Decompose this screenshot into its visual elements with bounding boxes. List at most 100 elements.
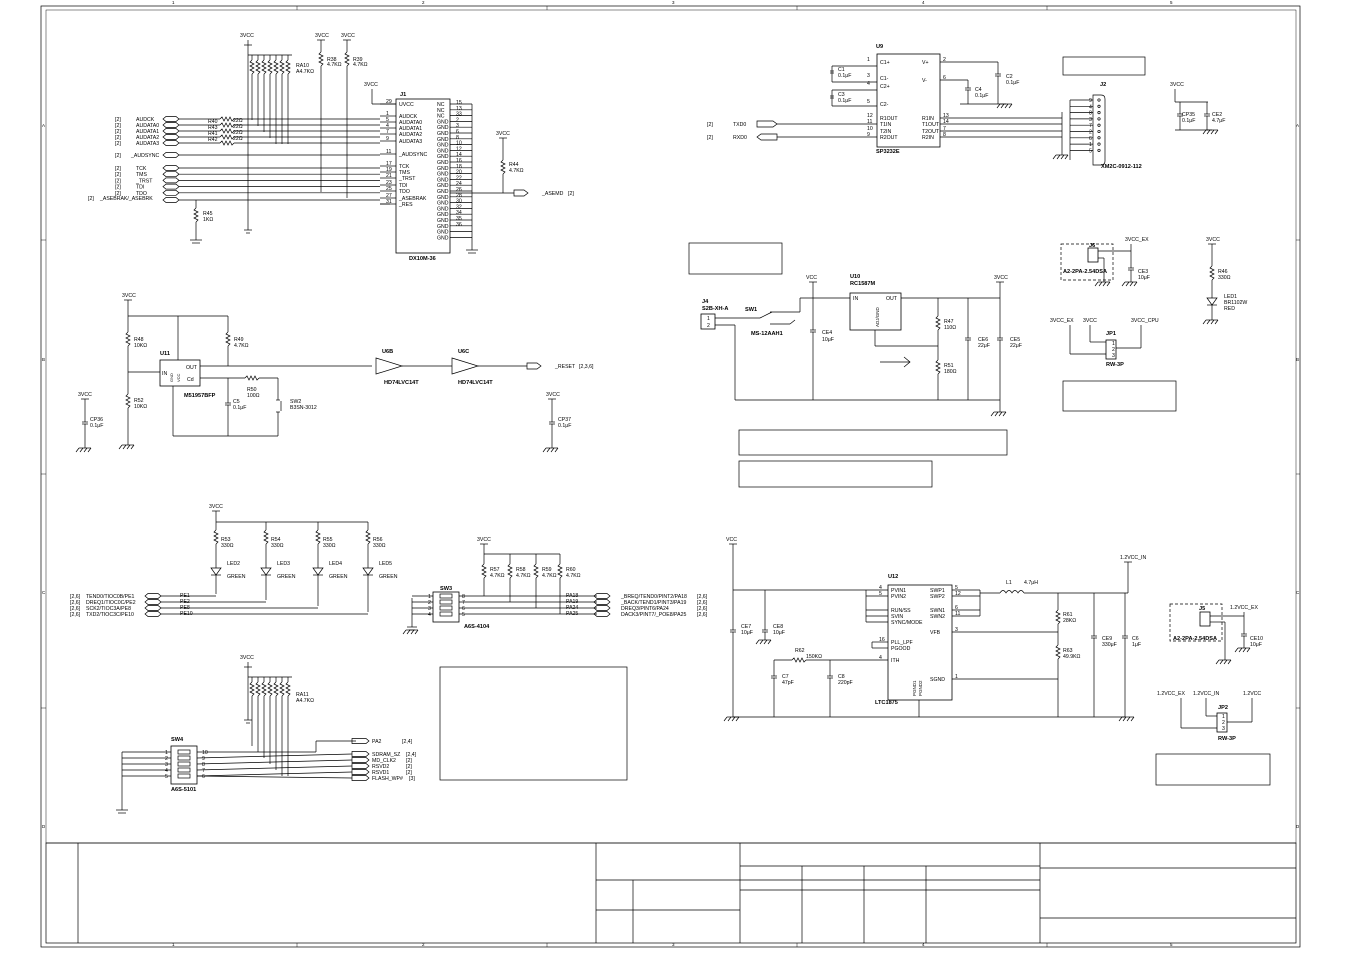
led-section: 3VCC R53330ΩLED2GREENR54330ΩLED3GREENR55… <box>70 504 398 618</box>
led-resistor-value: 330Ω <box>271 543 284 549</box>
led1-part: BR1102W <box>1224 300 1247 306</box>
net-port <box>162 122 180 128</box>
ground-symbol <box>1106 281 1111 287</box>
led-signal-ref: [2,6] <box>70 600 81 606</box>
u12-left-pin-number: 16 <box>879 637 885 643</box>
j1-right-pin-number: 10 <box>456 141 462 147</box>
u9-left-pin-label: T2IN <box>880 129 891 135</box>
j6-power-label: 3VCC_EX <box>1125 237 1149 243</box>
j2-pin <box>1097 129 1101 134</box>
j2-pin-number: 1 <box>1089 142 1092 148</box>
jp1-jumper <box>1105 339 1117 360</box>
net-port <box>162 183 180 190</box>
r39-value: 4.7KΩ <box>353 62 368 68</box>
sheet-border <box>40 5 1301 948</box>
u9-left-pin-number: 12 <box>867 113 873 119</box>
u12-right-pin-number: 6 <box>955 605 958 611</box>
ground-symbol <box>1206 129 1211 135</box>
c8-value: 220pF <box>838 680 853 686</box>
j4-pin2: 2 <box>707 323 710 329</box>
u12-part: LTC1875 <box>875 700 898 706</box>
led-resistor-ref: R56 <box>373 537 383 543</box>
asebrak-ref: [2] <box>88 196 94 202</box>
ground-symbol <box>1129 281 1134 287</box>
j1-left-pin-number: 5 <box>386 117 389 123</box>
ra11-element <box>279 681 285 697</box>
wire <box>196 759 353 765</box>
u12-buck-ic <box>887 584 953 701</box>
net-ref: [2] <box>115 123 121 129</box>
j2-pin <box>1097 98 1101 102</box>
j1-right-pin-label: GND <box>437 119 449 125</box>
j5-part: A2-2PA-2.54DSA <box>1173 636 1217 642</box>
j1-left-pin-number: 11 <box>386 149 391 155</box>
net-port <box>144 593 162 599</box>
u12-right-pin-label: SGND <box>930 677 945 683</box>
led-pin-net: PE8 <box>180 605 190 611</box>
j2-pin <box>1097 117 1101 121</box>
wire <box>196 771 353 777</box>
j1-right-pin-number: 13 <box>456 106 462 112</box>
c3-value: 0.1μF <box>838 98 851 104</box>
ra10-element <box>279 59 285 75</box>
row-label-b-right: B <box>1296 357 1299 362</box>
r41-value: 22Ω <box>233 130 243 136</box>
row-label-a: A <box>42 123 45 128</box>
net-ref: [2] <box>115 166 121 172</box>
ground-symbol <box>546 447 551 453</box>
net-ref: [2] <box>115 117 121 123</box>
u9-part: SP3232E <box>876 149 900 155</box>
ce4-value: 10μF <box>822 337 834 343</box>
j5-header <box>1199 611 1211 627</box>
sw1-ref: SW1 <box>745 307 757 313</box>
u9-right-pin-label: T2OUT <box>922 129 940 135</box>
ground-symbol <box>1202 129 1207 135</box>
sw2-part: B3SN-3012 <box>290 405 317 411</box>
u11-pin-vcc: VCC <box>176 373 181 382</box>
ground-symbol <box>1000 103 1005 109</box>
ground-symbol <box>79 447 84 453</box>
j1-right-pin-label: NC <box>437 102 445 108</box>
c6-value: 1μF <box>1132 642 1141 648</box>
jp2-part: RW-3P <box>1218 736 1236 742</box>
sw4-pin-number: 10 <box>202 750 208 756</box>
ground-symbol <box>731 716 736 722</box>
led-pin-net: PE2 <box>180 599 190 605</box>
j2-pin-number: 4 <box>1089 104 1092 110</box>
led1-color: RED <box>1224 306 1235 312</box>
ground-symbol <box>122 444 127 450</box>
ce3-ref: CE3 <box>1138 269 1148 275</box>
u9-left-pin-label: R2OUT <box>880 135 898 141</box>
sw3-pullup-value: 4.7KΩ <box>566 573 581 579</box>
u12-left-pin-label: SYNC/MODE <box>891 620 923 626</box>
j1-left-pin-number: 1 <box>386 111 389 117</box>
ground-symbol <box>1206 319 1211 325</box>
ground-symbol <box>1210 129 1215 135</box>
ground-symbol <box>542 447 547 453</box>
jp2-power-label: 1.2VCC <box>1243 691 1261 697</box>
u9-right-pin-number: 13 <box>943 113 949 119</box>
series-resistor <box>219 122 235 128</box>
u12-pgnd2: PGND2 <box>918 680 923 696</box>
j5-dashed-outline <box>1169 603 1223 642</box>
ground-symbol <box>1246 647 1251 653</box>
ground-symbol <box>1202 319 1207 325</box>
sw3-signal-net: DREQ3/PINT6/PA24 <box>621 606 669 612</box>
led-resistor-value: 330Ω <box>373 543 386 549</box>
ground-symbol <box>1002 411 1007 417</box>
ra11-element <box>249 681 255 697</box>
u9-left-pin-number: 10 <box>867 126 873 132</box>
r44-ref: R44 <box>509 162 519 168</box>
j1-left-pin-number: 27 <box>386 193 392 199</box>
net-label: TDI <box>136 185 144 191</box>
led-signal-ref: [2,6] <box>70 606 81 612</box>
cp36-ref: CP36 <box>90 417 103 423</box>
ground-symbol <box>1064 154 1069 160</box>
net-port <box>144 599 162 605</box>
sw4-output-net: MD_CLK2 <box>372 758 396 764</box>
j1-left-pin-number: 9 <box>386 136 389 142</box>
c4-ref: C4 <box>975 87 982 93</box>
ground-symbol <box>1238 647 1243 653</box>
u12-left-pin-label: PLL_LPF <box>891 640 913 646</box>
r43-value: 22Ω <box>233 124 243 130</box>
